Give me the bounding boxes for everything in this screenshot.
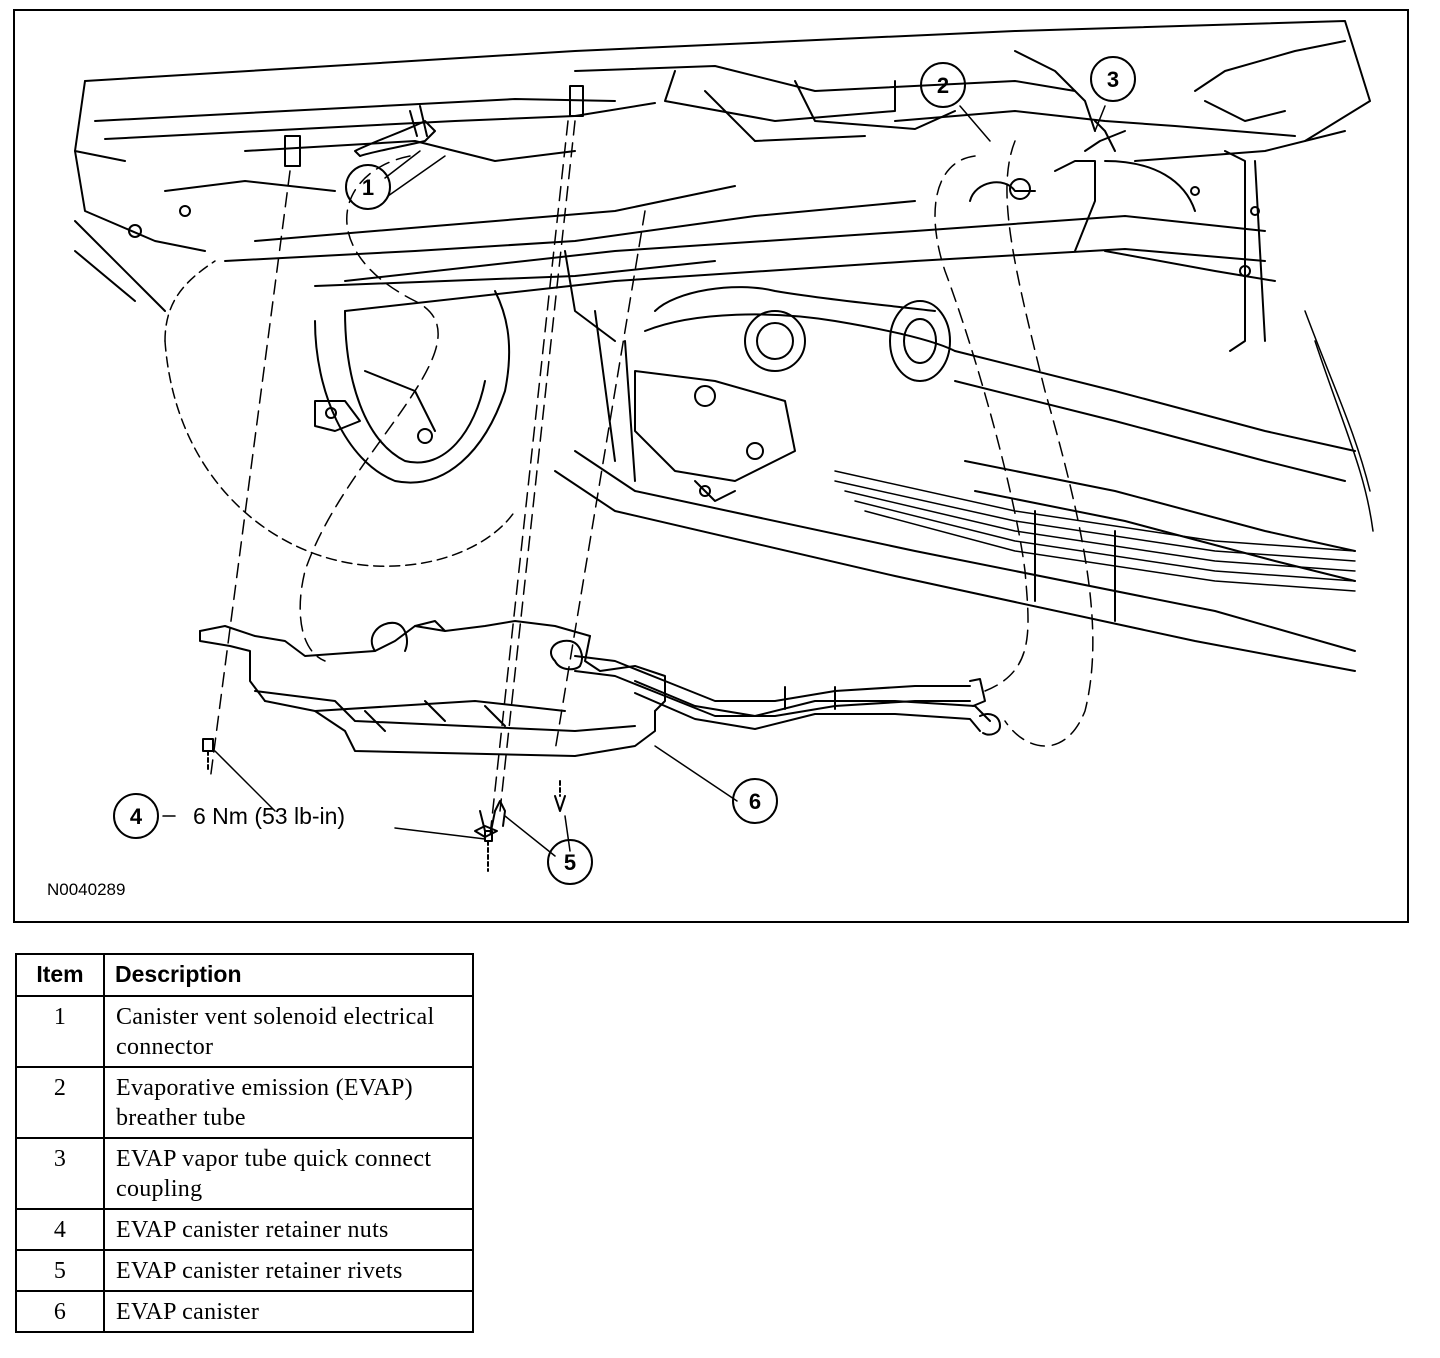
vehicle-vapor-lines: [969, 120, 1196, 252]
legend-table: Item Description 1 Canister vent solenoi…: [15, 953, 474, 1333]
underbody-floor: [74, 20, 1371, 312]
legend-item-description: EVAP canister retainer rivets: [103, 1249, 474, 1292]
legend-item-number: 4: [15, 1208, 105, 1251]
legend-header-row: Item Description: [15, 953, 474, 997]
table-row: 2 Evaporative emission (EVAP) breather t…: [15, 1066, 474, 1139]
rear-axle: [634, 286, 1356, 502]
table-row: 4 EVAP canister retainer nuts: [15, 1208, 474, 1251]
illustration-frame: 1 2 3 4 5 6 6 Nm (53 lb-in) N0040289: [13, 9, 1409, 923]
callout-5-label: 5: [564, 850, 576, 875]
table-row: 3 EVAP vapor tube quick connect coupling: [15, 1137, 474, 1210]
legend-item-description: Evaporative emission (EVAP) breather tub…: [103, 1066, 474, 1139]
callout-4-label: 4: [130, 804, 143, 829]
legend-header-item: Item: [15, 953, 105, 997]
callout-6-label: 6: [749, 789, 761, 814]
cross-member: [344, 150, 1276, 352]
callout-circles: [113, 56, 1136, 885]
legend-item-number: 1: [15, 995, 105, 1068]
evap-canister: [199, 620, 666, 757]
legend-item-number: 2: [15, 1066, 105, 1139]
table-row: 1 Canister vent solenoid electrical conn…: [15, 995, 474, 1068]
torque-spec: 6 Nm (53 lb-in): [193, 803, 345, 829]
callout-3-label: 3: [1107, 67, 1119, 92]
callout-2-label: 2: [937, 73, 949, 98]
frame-rails: [554, 310, 1356, 672]
retainer-hardware: [202, 738, 566, 872]
leaf-spring: [834, 310, 1374, 592]
legend-item-number: 3: [15, 1137, 105, 1210]
canister-tubes: [574, 655, 1001, 736]
legend-item-description: EVAP canister retainer nuts: [103, 1208, 474, 1251]
evap-canister-illustration: 1 2 3 4 5 6 6 Nm (53 lb-in) N0040289: [47, 20, 1374, 899]
callout-1-label: 1: [362, 175, 374, 200]
mounting-studs: [284, 85, 584, 167]
legend-item-number: 5: [15, 1249, 105, 1292]
routing-lines: [209, 120, 1094, 837]
callout-leaders: [162, 105, 1106, 857]
legend-item-description: EVAP vapor tube quick connect coupling: [103, 1137, 474, 1210]
table-row: 5 EVAP canister retainer rivets: [15, 1249, 474, 1292]
figure-id: N0040289: [47, 880, 125, 899]
legend-item-description: Canister vent solenoid electrical connec…: [103, 995, 474, 1068]
vent-solenoid-connector: [354, 105, 436, 157]
legend-header-description: Description: [103, 953, 474, 997]
legend-item-description: EVAP canister: [103, 1290, 474, 1333]
legend-item-number: 6: [15, 1290, 105, 1333]
spare-tire: [164, 260, 516, 567]
table-row: 6 EVAP canister: [15, 1290, 474, 1333]
